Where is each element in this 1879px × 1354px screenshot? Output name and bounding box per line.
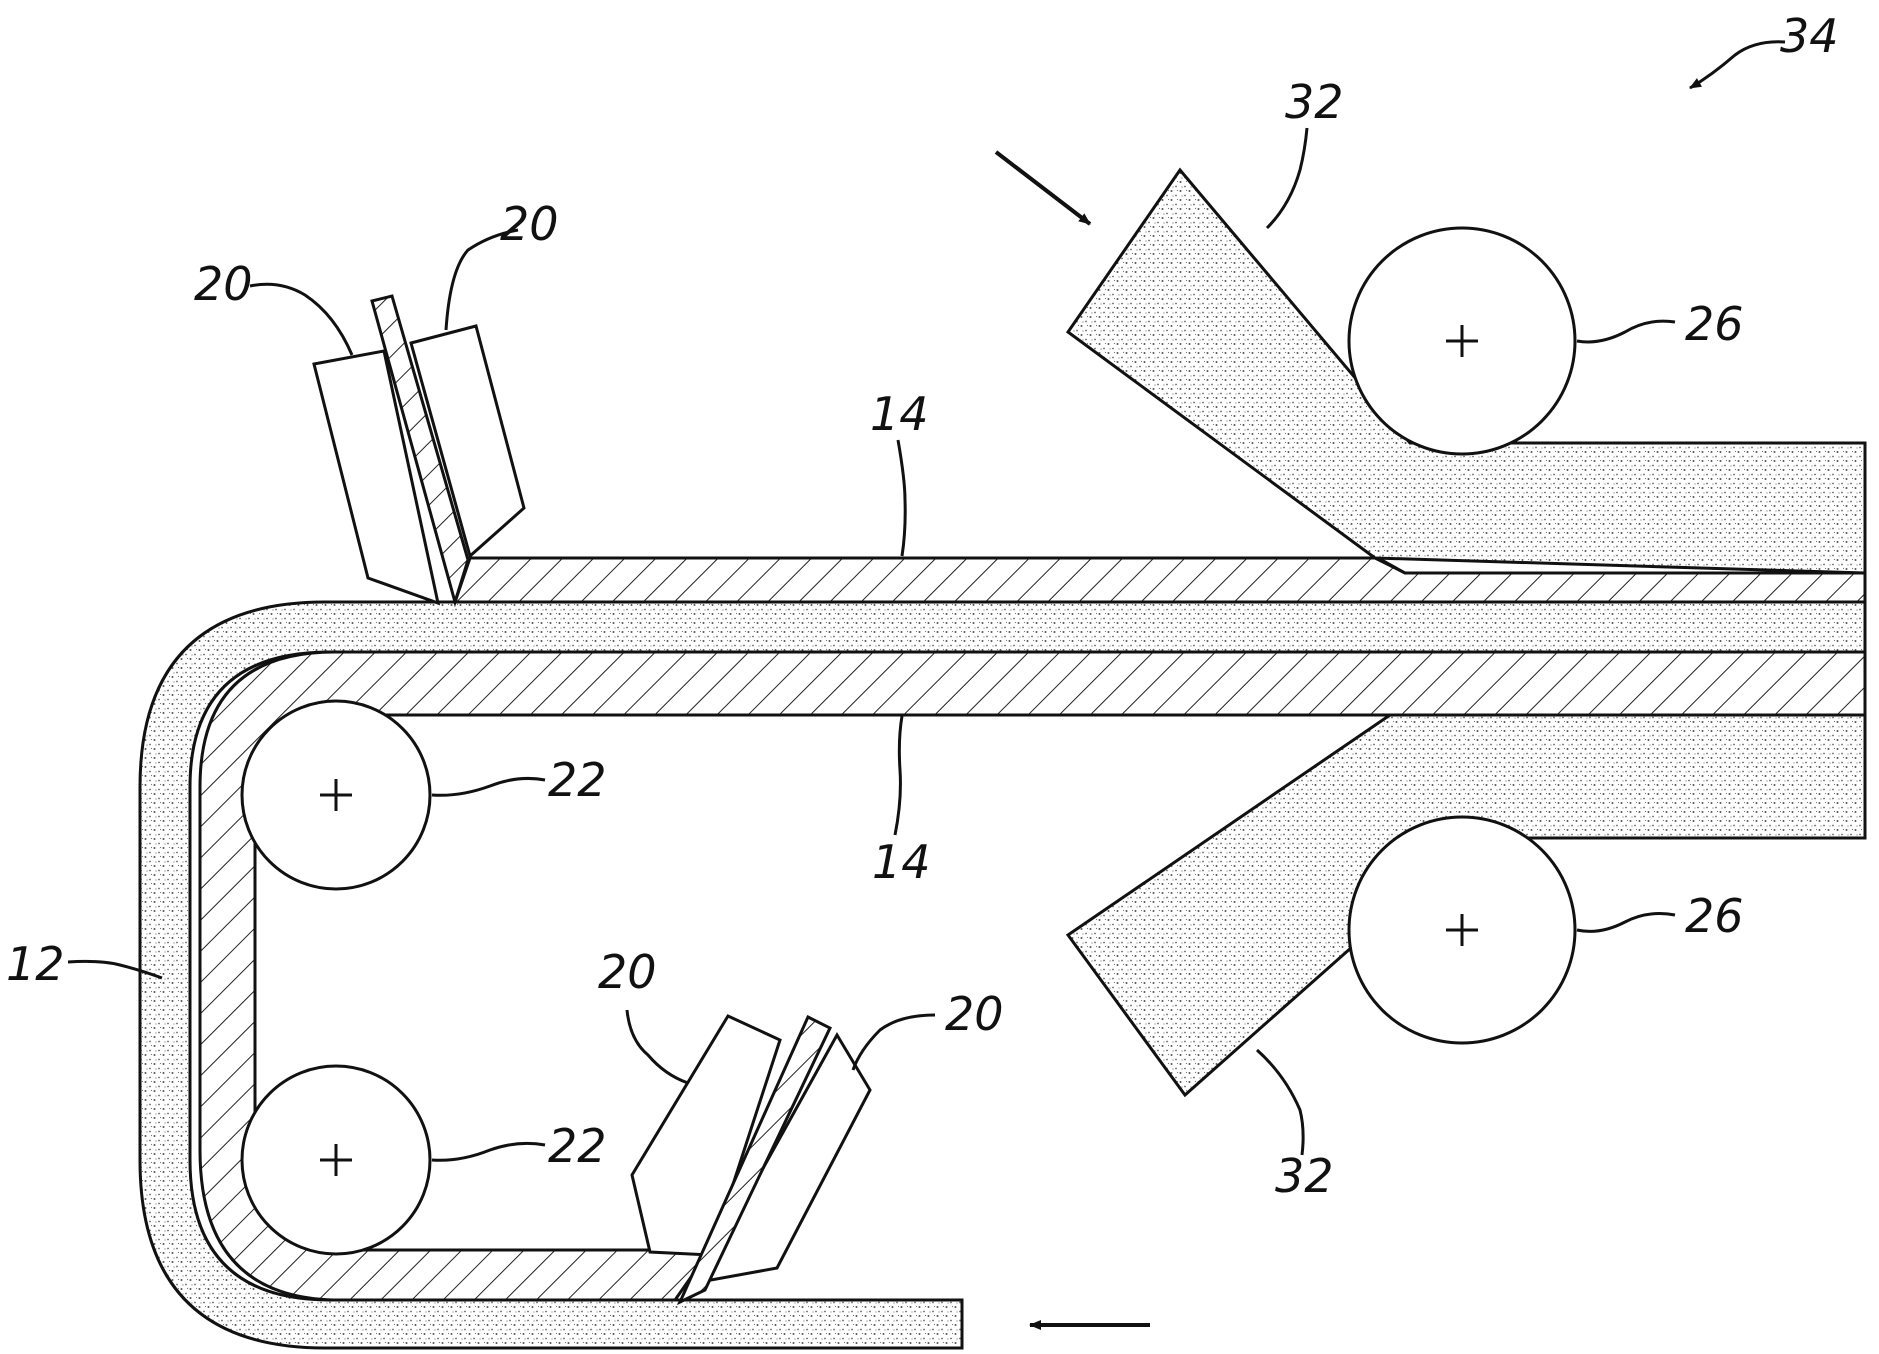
press-roller-bottom — [1349, 817, 1575, 1043]
inner-roller-top — [242, 701, 430, 889]
leader-34 — [1690, 42, 1785, 88]
label-foam-bottom-32: 32 — [1275, 1149, 1334, 1203]
label-inner-roller-bottom-22: 22 — [548, 1119, 607, 1173]
label-foam-top-32: 32 — [1285, 75, 1344, 129]
inner-roller-bottom — [242, 1066, 430, 1254]
label-press-roller-bottom-26: 26 — [1685, 889, 1744, 943]
label-layer-bottom-14: 14 — [872, 835, 931, 889]
leader-14-top — [898, 440, 905, 556]
label-blade-ll-right-20: 20 — [945, 987, 1004, 1041]
label-press-roller-top-26: 26 — [1685, 297, 1744, 351]
feed-arrow — [996, 152, 1090, 224]
label-blade-ul-left-20: 20 — [194, 257, 253, 311]
leader-32-bottom — [1257, 1050, 1303, 1155]
label-inner-roller-top-22: 22 — [548, 753, 607, 807]
leader-20-ll-right — [853, 1015, 935, 1070]
leader-20-ul-left — [250, 284, 352, 355]
press-roller-top — [1349, 228, 1575, 454]
label-strip-12: 12 — [6, 937, 65, 991]
label-assembly-34: 34 — [1780, 9, 1839, 63]
leader-20-ll-left — [627, 1010, 688, 1083]
leader-32-top — [1267, 128, 1307, 228]
label-blade-ll-left-20: 20 — [598, 945, 657, 999]
leader-26-bottom — [1577, 914, 1675, 932]
label-layer-top-14: 14 — [870, 387, 929, 441]
leader-26-top — [1577, 321, 1675, 342]
leader-22-top — [432, 778, 545, 795]
label-blade-ul-right-20: 20 — [500, 197, 559, 251]
leader-22-bottom — [432, 1143, 545, 1160]
leader-14-bottom — [895, 716, 902, 835]
